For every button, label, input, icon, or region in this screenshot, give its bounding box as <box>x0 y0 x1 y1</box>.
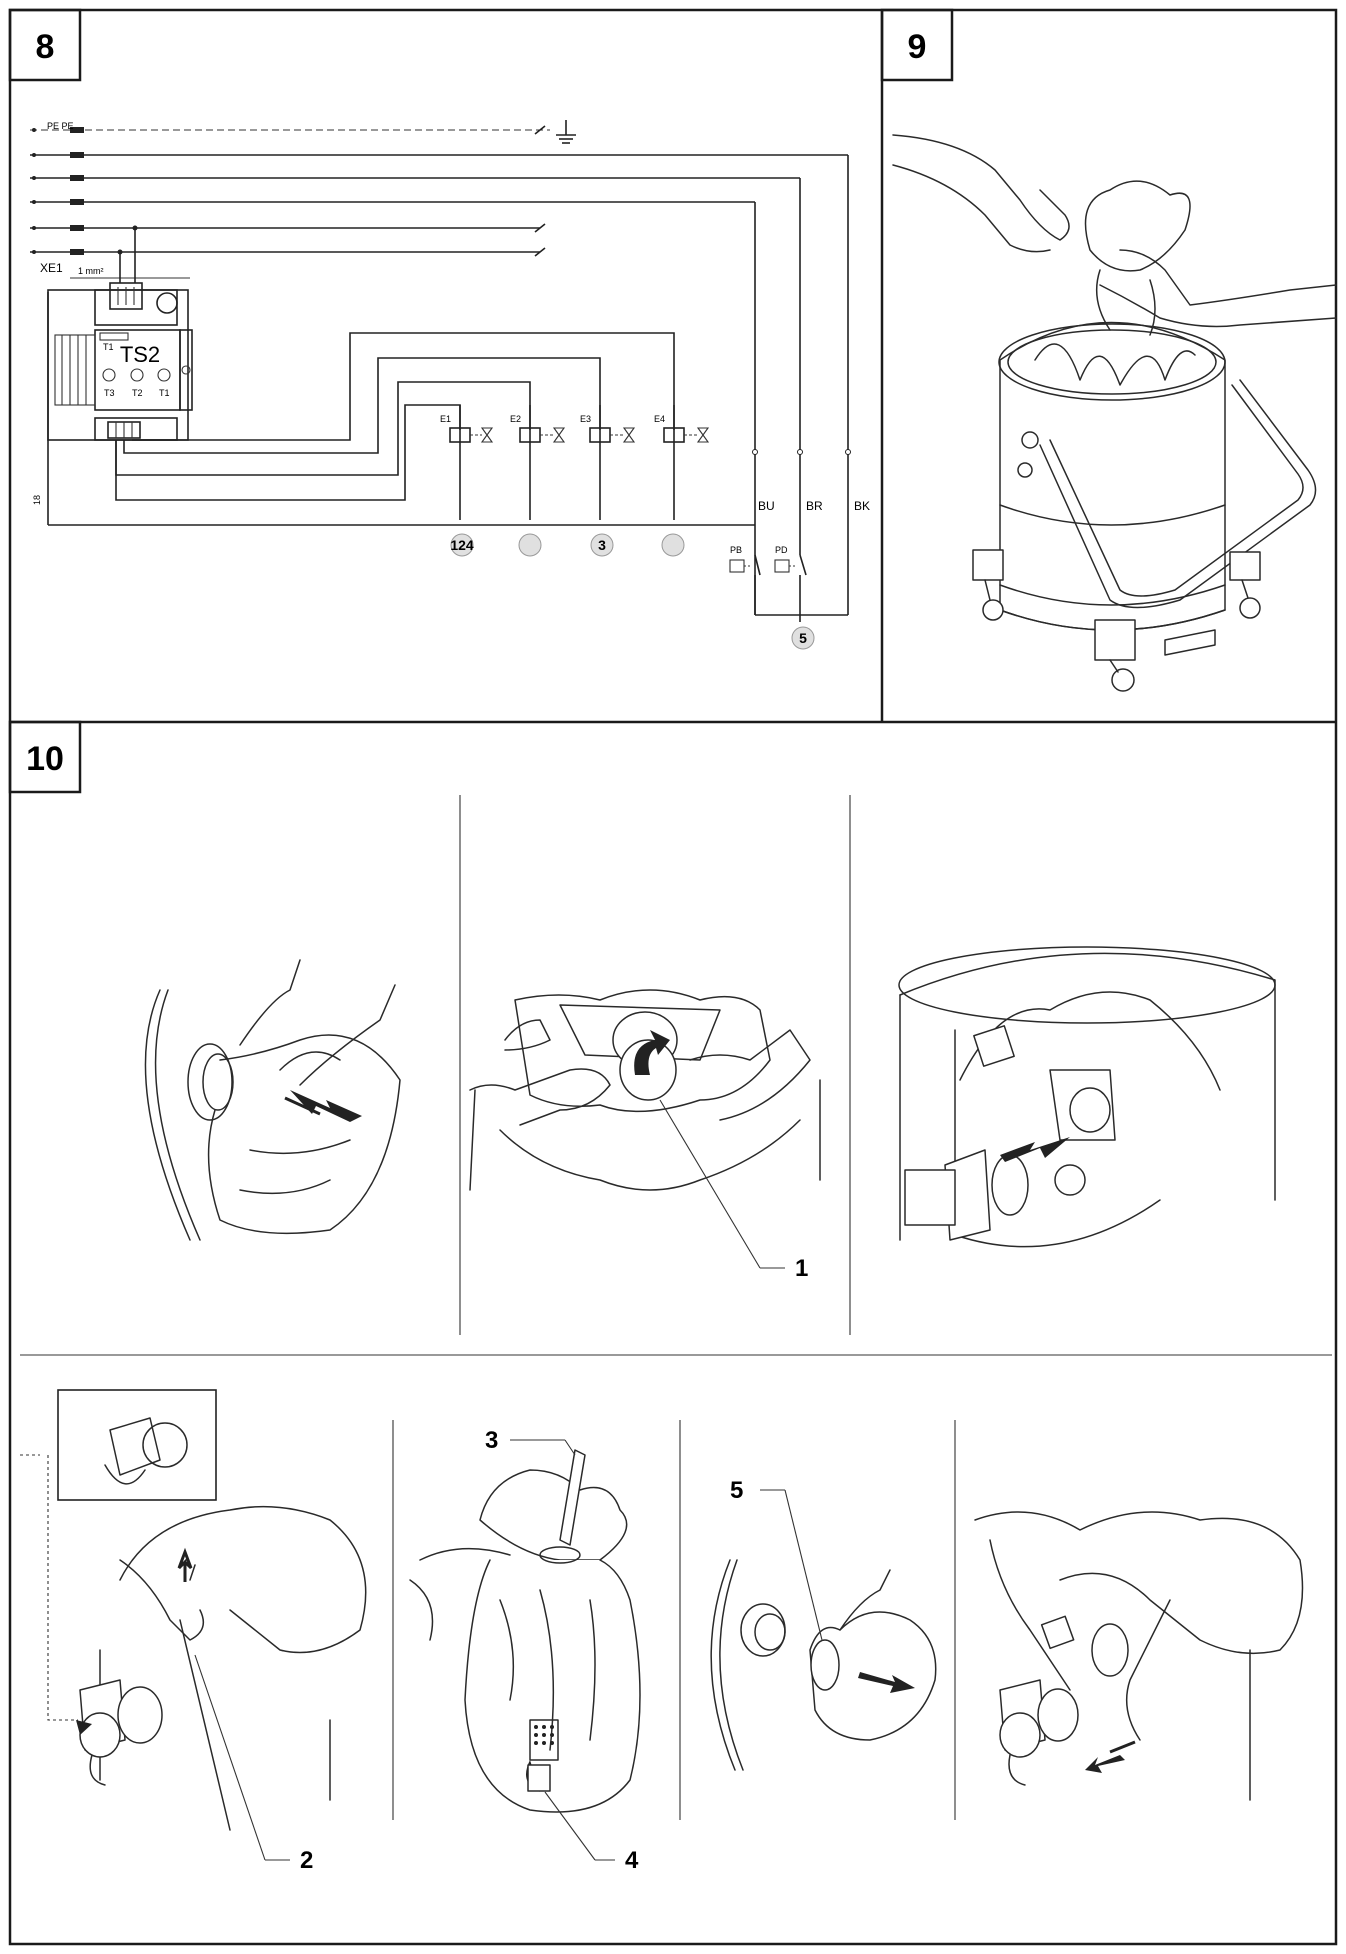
step4-illustration: 2 <box>20 1389 367 1874</box>
svg-text:T1: T1 <box>103 342 114 352</box>
wire-color-bu: BU <box>758 499 775 513</box>
ref-circle-empty-2 <box>661 533 685 557</box>
callout-1-leader <box>659 1099 761 1269</box>
extract-arrow-icon <box>1085 1740 1136 1773</box>
ref-circle-empty-1 <box>518 533 542 557</box>
svg-text:E4: E4 <box>654 414 665 424</box>
callout-1: 1 <box>795 1255 808 1282</box>
ground-icon <box>556 120 576 144</box>
caster-front <box>1094 619 1136 692</box>
pressure-switch-pd: PD <box>774 545 807 576</box>
drum-emptying-illustration <box>892 134 1337 692</box>
coil-e2: E2 <box>510 405 566 520</box>
pull-arrow-icon <box>284 1090 362 1122</box>
pressure-switch-pb: PB <box>729 545 761 576</box>
svg-text:3: 3 <box>598 537 606 553</box>
module-label: TS2 <box>120 342 160 367</box>
callout-2: 2 <box>300 1847 313 1874</box>
ref-circle-3: 3 <box>590 533 614 557</box>
output-t3: T3 <box>104 388 115 398</box>
callout-5: 5 <box>730 1477 743 1504</box>
callout-3: 3 <box>485 1427 498 1454</box>
svg-text:E3: E3 <box>580 414 591 424</box>
fig8-number: 8 <box>36 28 55 66</box>
step3-illustration <box>898 946 1276 1248</box>
coil-e1: E1 <box>440 405 494 520</box>
outer-frame <box>8 8 1338 1946</box>
svg-text:E1: E1 <box>440 414 451 424</box>
seal-grip-pad <box>529 1719 559 1761</box>
step1-illustration <box>144 959 401 1241</box>
svg-text:E2: E2 <box>510 414 521 424</box>
svg-text:5: 5 <box>799 630 807 646</box>
incoming-lines <box>30 125 848 257</box>
close-arrow-icon <box>177 1547 193 1582</box>
step5-illustration: 3 4 <box>409 1427 641 1874</box>
fig10-number: 10 <box>26 740 64 778</box>
wiring-diagram: PE PE XE1 1 mm² TS2 T1 T3 T2 T1 <box>30 120 870 650</box>
fig8-tab: 8 <box>8 8 82 82</box>
callout-4-leader <box>544 1791 596 1861</box>
coil-e4: E4 <box>654 405 710 520</box>
callout-4: 4 <box>625 1847 639 1874</box>
svg-text:124: 124 <box>450 537 474 553</box>
fig9-tab: 9 <box>880 8 954 82</box>
ref-circle-124: 124 <box>450 533 474 557</box>
wire-section-label: 1 mm² <box>78 266 104 276</box>
step7-illustration <box>974 1511 1304 1801</box>
step2-illustration: 1 <box>469 989 821 1282</box>
output-t1: T1 <box>159 388 170 398</box>
svg-text:PD: PD <box>775 545 788 555</box>
remove-inlet-arrow-icon <box>858 1672 915 1693</box>
remove-arrow-icon <box>1000 1137 1070 1162</box>
xe1-label: XE1 <box>40 261 63 275</box>
step6-illustration: 5 <box>710 1477 937 1771</box>
output-t2: T2 <box>132 388 143 398</box>
wire-color-bk: BK <box>854 499 870 513</box>
callout-2-leader <box>194 1654 266 1861</box>
coil-e3: E3 <box>580 405 636 520</box>
inset-detail-box <box>57 1389 217 1501</box>
fig10-tab: 10 <box>8 720 82 794</box>
caster-left <box>972 549 1004 621</box>
svg-text:PB: PB <box>730 545 742 555</box>
fig9-number: 9 <box>908 28 927 66</box>
wire-color-br: BR <box>806 499 823 513</box>
side-label-18: 18 <box>32 495 42 505</box>
control-module-ts2: TS2 T1 T3 T2 T1 <box>47 282 193 441</box>
caster-right <box>1229 551 1261 619</box>
ref-circle-5: 5 <box>791 626 815 650</box>
ground-terminal-label: PE PE <box>47 121 74 131</box>
